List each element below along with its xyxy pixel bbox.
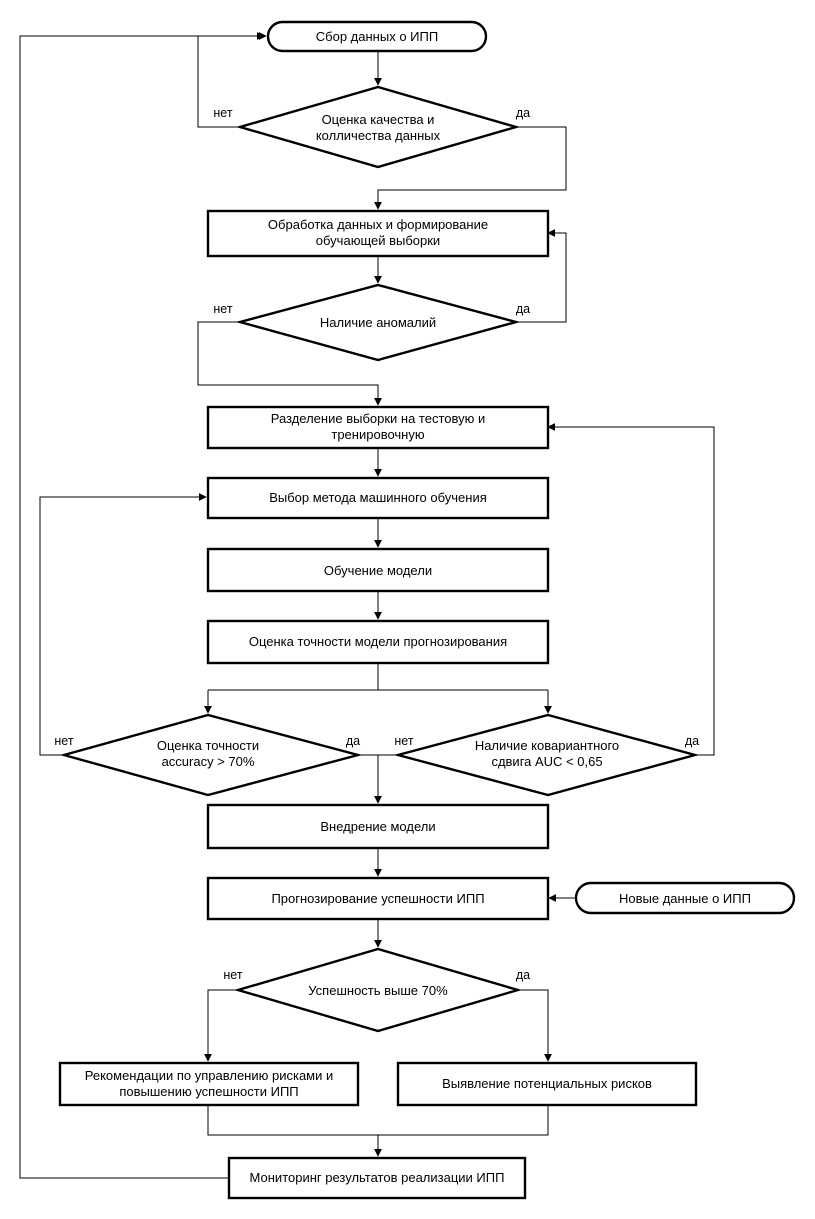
- quality-check-decision: Оценка качества и колличества данных: [235, 85, 521, 169]
- shift-no-label: нет: [394, 734, 413, 748]
- accuracy-eval-node: Оценка точности модели прогнозирования: [206, 619, 550, 665]
- new-data-node: Новые данные о ИПП: [574, 881, 796, 915]
- arrow-success-no: [204, 989, 238, 1062]
- success-yes-label: да: [516, 968, 530, 982]
- processing-node: Обработка данных и формирование обучающе…: [206, 209, 550, 258]
- forecast-node: Прогнозирование успешности ИПП: [206, 876, 550, 921]
- start-text: Сбор данных о ИПП: [316, 29, 438, 44]
- anomalies-decision: Наличие аномалий: [235, 283, 521, 362]
- shift-check-line2: сдвига AUC < 0,65: [491, 754, 602, 769]
- split-line1: Разделение выборки на тестовую и: [271, 411, 486, 426]
- line-merge: [207, 1105, 549, 1136]
- accuracy-check-line2: accuracy > 70%: [162, 754, 255, 769]
- arrow-success-yes: [518, 989, 552, 1062]
- method-node: Выбор метода машинного обучения: [206, 476, 550, 520]
- quality-check-line2: колличества данных: [316, 128, 441, 143]
- success-check-text: Успешность выше 70%: [308, 983, 448, 998]
- shift-check-decision: Наличие ковариантного сдвига AUC < 0,65: [393, 713, 700, 797]
- branch-labels: нет да нет да нет да нет да нет да: [54, 106, 699, 982]
- anomalies-no-label: нет: [213, 302, 232, 316]
- start-node: Сбор данных о ИПП: [266, 20, 488, 53]
- accuracy-check-line1: Оценка точности: [157, 738, 259, 753]
- accuracy-no-label: нет: [54, 734, 73, 748]
- arrow-accuracy-no: [39, 493, 207, 756]
- quality-no-label: нет: [213, 106, 232, 120]
- method-text: Выбор метода машинного обучения: [269, 490, 487, 505]
- arrow-shift-yes: [547, 423, 715, 756]
- training-text: Обучение модели: [324, 563, 432, 578]
- arrow-quality-yes: [374, 126, 567, 210]
- risks-node: Выявление потенциальных рисков: [396, 1061, 698, 1107]
- deploy-node: Внедрение модели: [206, 803, 550, 850]
- accuracy-check-decision: Оценка точности accuracy > 70%: [59, 713, 363, 797]
- split-node: Разделение выборки на тестовую и трениро…: [206, 405, 550, 450]
- processing-line2: обучающей выборки: [316, 233, 440, 248]
- arrow-accuracy-yes: [358, 754, 382, 804]
- arrow-anomalies-no: [197, 321, 382, 406]
- quality-yes-label: да: [516, 106, 530, 120]
- anomalies-text: Наличие аномалий: [320, 315, 436, 330]
- accuracy-yes-label: да: [346, 734, 360, 748]
- quality-check-line1: Оценка качества и: [322, 112, 435, 127]
- forecast-text: Прогнозирование успешности ИПП: [271, 891, 484, 906]
- arrow-anomalies-yes: [516, 229, 567, 323]
- split-line2: тренировочную: [331, 427, 424, 442]
- arrow-monitoring-loop: [19, 32, 265, 1179]
- recommendations-node: Рекомендации по управлению рисками и пов…: [58, 1061, 360, 1107]
- accuracy-eval-text: Оценка точности модели прогнозирования: [249, 634, 507, 649]
- success-check-decision: Успешность выше 70%: [233, 947, 523, 1033]
- monitoring-text: Мониторинг результатов реализации ИПП: [250, 1170, 505, 1185]
- recommendations-line2: повышению успешности ИПП: [119, 1084, 298, 1099]
- recommendations-line1: Рекомендации по управлению рисками и: [85, 1068, 334, 1083]
- connectors: [19, 32, 715, 1179]
- deploy-text: Внедрение модели: [320, 819, 435, 834]
- training-node: Обучение модели: [206, 547, 550, 593]
- risks-text: Выявление потенциальных рисков: [442, 1076, 652, 1091]
- success-no-label: нет: [223, 968, 242, 982]
- shift-check-line1: Наличие ковариантного: [475, 738, 619, 753]
- monitoring-node: Мониторинг результатов реализации ИПП: [227, 1156, 527, 1200]
- new-data-text: Новые данные о ИПП: [619, 891, 751, 906]
- anomalies-yes-label: да: [516, 302, 530, 316]
- shift-yes-label: да: [685, 734, 699, 748]
- processing-line1: Обработка данных и формирование: [268, 217, 488, 232]
